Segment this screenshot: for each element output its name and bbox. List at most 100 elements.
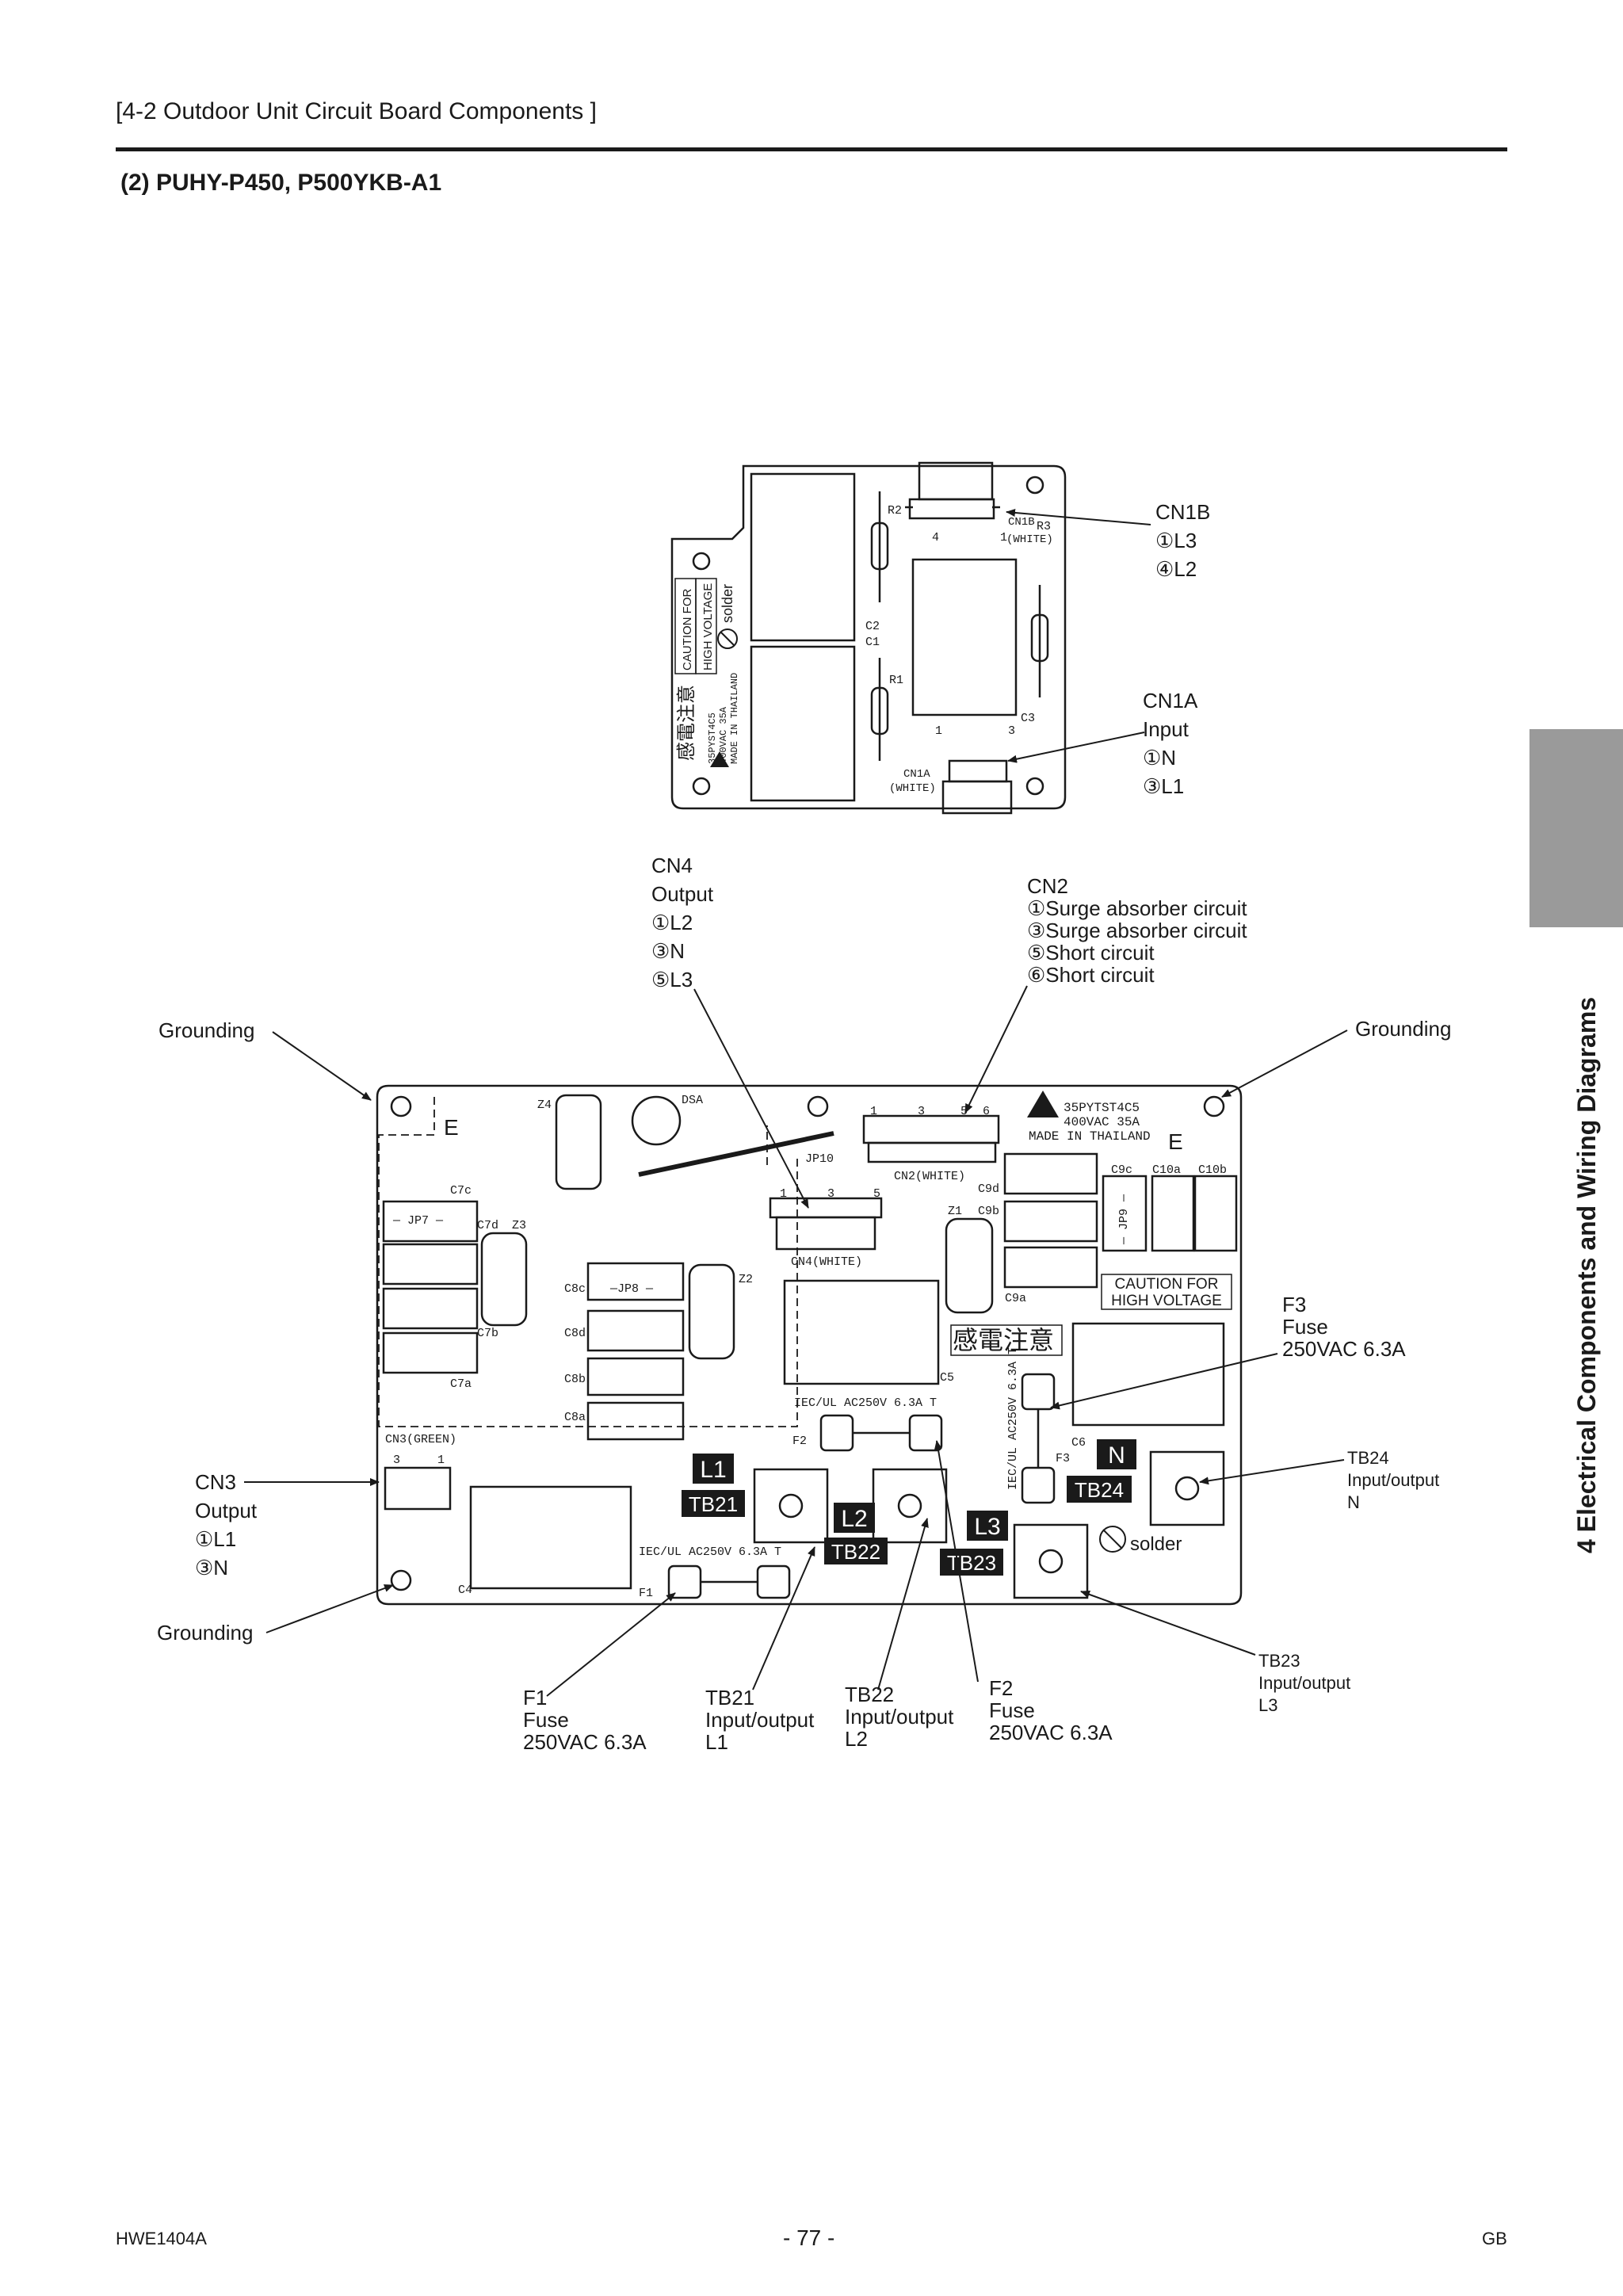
callout-cn2: CN2 ①Surge absorber circuit ③Surge absor… (1027, 875, 1247, 986)
callout-cn2-line: ⑤Short circuit (1027, 941, 1155, 965)
footer-language: GB (1482, 2229, 1507, 2248)
small-board-vertical-text: CAUTION FOR HIGH VOLTAGE 感電注意 solder 35P… (676, 583, 740, 764)
mb-c9d: C9d (978, 1182, 999, 1196)
mb-c8d: C8d (564, 1327, 586, 1340)
callout-tb23-line: Input/output (1258, 1673, 1351, 1693)
callout-f2-line: F2 (989, 1676, 1014, 1700)
callout-cn4-line: ③N (651, 939, 685, 963)
sb-c1: C1 (865, 636, 880, 649)
callout-cn1a: CN1A Input ①N ③L1 (1143, 686, 1197, 800)
terminal-badges (682, 1439, 1136, 1576)
sb-cn1b: CN1B (1008, 516, 1035, 529)
callout-tb21: TB21 Input/output L1 (705, 1687, 814, 1753)
callout-cn1b-line: ④L2 (1155, 557, 1197, 581)
mb-z1: Z1 (948, 1205, 962, 1218)
mb-cn3-label: CN3(GREEN) (385, 1433, 456, 1446)
callout-cn3: CN3 Output ①L1 ③N (195, 1468, 257, 1582)
sb-caution-1: CAUTION FOR (681, 589, 694, 670)
footer-page-number: - 77 - (783, 2225, 835, 2250)
callout-tb21-line: TB21 (705, 1686, 755, 1710)
callout-f2-line: Fuse (989, 1698, 1035, 1722)
badge-n: N (1108, 1442, 1125, 1469)
section-title: (2) PUHY-P450, P500YKB-A1 (120, 170, 442, 196)
leader-lines (244, 508, 1348, 1697)
callout-f2-line: 250VAC 6.3A (989, 1721, 1113, 1744)
mb-c8a: C8a (564, 1411, 586, 1424)
callout-cn4-line: Output (651, 882, 714, 906)
mb-solder: solder (1130, 1534, 1182, 1555)
sb-r2: R2 (888, 504, 902, 518)
callout-grounding-top-left: Grounding (158, 1018, 255, 1042)
mb-cn2-pin5: 5 (960, 1105, 968, 1118)
mb-c4: C4 (458, 1584, 472, 1597)
badge-l1: L1 (700, 1457, 726, 1483)
callout-tb22-line: TB22 (845, 1683, 895, 1706)
mb-warning-triangle-icon (1027, 1091, 1059, 1117)
mb-jp10: JP10 (805, 1152, 834, 1166)
badge-n-box (1097, 1439, 1136, 1469)
side-tab (1529, 729, 1623, 927)
badge-tb21: TB21 (689, 1492, 738, 1516)
mb-f3-rating: IEC/UL AC250V 6.3A T (1006, 1347, 1020, 1490)
mb-cn2-pin6: 6 (983, 1105, 990, 1118)
callout-cn4-line: ①L2 (651, 911, 693, 934)
mb-c7b: C7b (477, 1327, 498, 1340)
badge-l1-box (693, 1454, 734, 1484)
mb-c9b: C9b (978, 1205, 999, 1218)
sb-solder: solder (720, 584, 735, 623)
sb-model-2: 400VAC 35A (718, 706, 729, 764)
callout-tb21-line: L1 (705, 1730, 728, 1754)
small-board-text: R2 R3 R1 C2 C1 C3 4 1 CN1B (WHITE) 1 3 C… (865, 504, 1053, 795)
callout-tb22-line: Input/output (845, 1705, 954, 1729)
mb-jp9: — JP9 — (1117, 1194, 1131, 1245)
mb-model-1: 35PYTST4C5 (1064, 1101, 1140, 1115)
callout-tb22-line: L2 (845, 1727, 868, 1751)
sb-r3: R3 (1037, 520, 1051, 533)
terminal-badge-text: L1 TB21 L2 TB22 L3 TB23 N TB24 (689, 1442, 1125, 1575)
callout-f1: F1 Fuse 250VAC 6.3A (523, 1687, 647, 1753)
breadcrumb: [4-2 Outdoor Unit Circuit Board Componen… (116, 98, 597, 124)
mb-c7d: C7d (477, 1219, 498, 1232)
sb-c3: C3 (1021, 712, 1035, 725)
header-rule (116, 147, 1507, 151)
callout-cn1b: CN1B ①L3 ④L2 (1155, 498, 1210, 583)
callout-f2: F2 Fuse 250VAC 6.3A (989, 1677, 1113, 1744)
mb-jp8: —JP8 — (609, 1282, 654, 1296)
mb-cn4-pin1: 1 (780, 1187, 787, 1201)
sb-cn1a-color: (WHITE) (889, 782, 936, 795)
sb-pin4: 4 (932, 531, 939, 544)
sb-model-3: MADE IN THAILAND (729, 673, 740, 764)
mb-z2: Z2 (739, 1273, 753, 1286)
mb-cn4-pin5: 5 (873, 1187, 880, 1201)
callout-f3: F3 Fuse 250VAC 6.3A (1282, 1293, 1406, 1360)
mb-f1: F1 (639, 1587, 653, 1600)
callout-cn1a-line: Input (1143, 717, 1189, 741)
mb-c7a: C7a (450, 1377, 472, 1391)
badge-tb24-box (1067, 1476, 1132, 1503)
sb-cn1a: CN1A (903, 768, 930, 781)
badge-tb23: TB23 (947, 1551, 996, 1575)
callout-tb21-line: Input/output (705, 1708, 815, 1732)
callout-cn3-line: Output (195, 1499, 258, 1522)
badge-tb22: TB22 (831, 1540, 880, 1564)
mb-f1-rating: IEC/UL AC250V 6.3A T (639, 1545, 781, 1559)
callout-cn3-line: ①L1 (195, 1527, 237, 1551)
mb-c6: C6 (1071, 1436, 1086, 1450)
callout-f3-line: Fuse (1282, 1315, 1328, 1339)
mb-cn3-pin3: 3 (393, 1454, 400, 1467)
mb-f2-rating: IEC/UL AC250V 6.3A T (794, 1396, 937, 1410)
badge-l2-box (834, 1503, 875, 1533)
mb-jp7: — JP7 — (392, 1214, 444, 1228)
footer-doc-id: HWE1404A (116, 2229, 207, 2248)
sb-model-1: 35PYST4C5 (707, 712, 718, 764)
mb-cn4-label: CN4(WHITE) (791, 1255, 862, 1269)
callout-f1-line: F1 (523, 1686, 548, 1710)
sb-pin1-top: 1 (1000, 531, 1007, 544)
callout-cn2-line: ③Surge absorber circuit (1027, 919, 1247, 942)
callout-cn3-title: CN3 (195, 1470, 237, 1494)
callout-tb23: TB23 Input/output L3 (1258, 1650, 1350, 1717)
sb-cn1b-color: (WHITE) (1006, 533, 1053, 546)
mb-dsa: DSA (682, 1094, 703, 1107)
mb-f3: F3 (1056, 1452, 1070, 1465)
mb-cn3-pin1: 1 (437, 1454, 445, 1467)
